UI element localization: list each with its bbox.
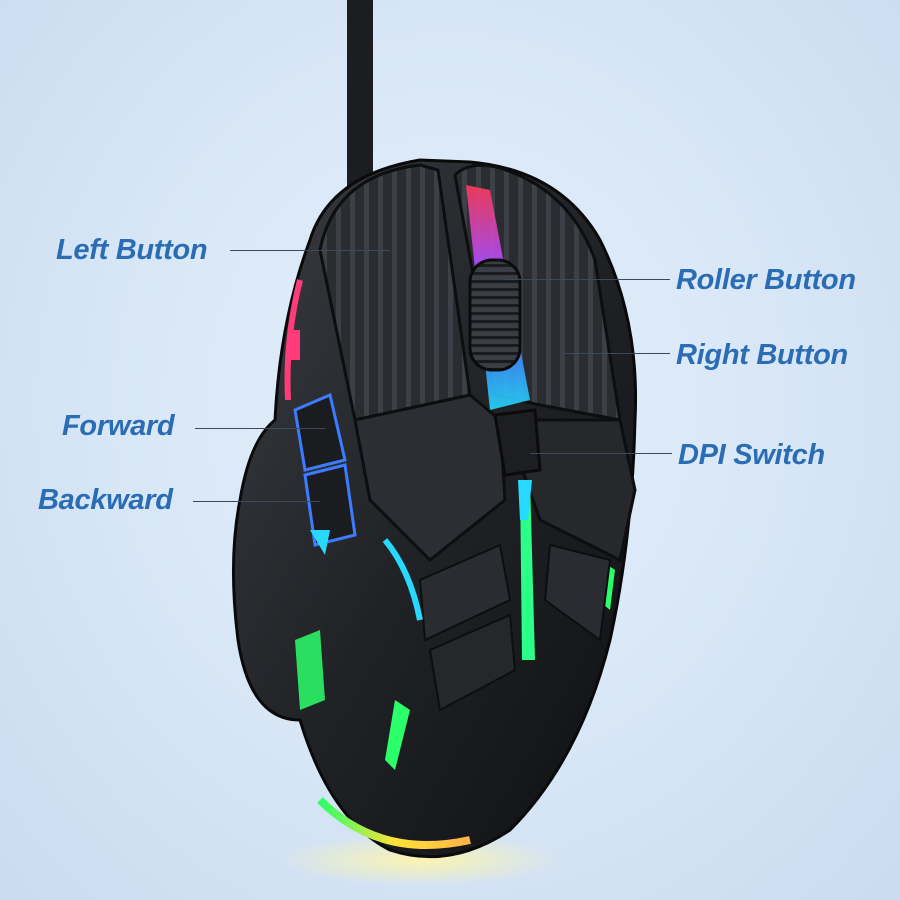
forward-leader xyxy=(195,428,325,429)
left-button-leader xyxy=(230,250,390,251)
backward-side-button xyxy=(303,463,357,547)
roller-button-label: Roller Button xyxy=(676,264,856,296)
dpi-switch xyxy=(493,408,542,477)
scroll-wheel xyxy=(468,258,522,372)
floor-glow xyxy=(280,834,560,886)
bottom-rgb-rim xyxy=(317,797,471,849)
right-button-leader xyxy=(565,353,670,354)
right-button-label: Right Button xyxy=(676,339,848,371)
forward-side-button xyxy=(293,392,347,472)
backward-leader xyxy=(193,501,320,502)
left-button xyxy=(318,163,472,422)
center-light-bar xyxy=(520,480,535,660)
roller-button-leader xyxy=(505,279,670,280)
dpi-switch-label: DPI Switch xyxy=(678,439,825,471)
backward-label: Backward xyxy=(38,484,173,516)
left-button-label: Left Button xyxy=(56,234,208,266)
left-rgb-strip xyxy=(284,279,303,401)
forward-label: Forward xyxy=(62,410,175,442)
front-plate xyxy=(353,393,507,563)
dpi-switch-leader xyxy=(530,453,672,454)
